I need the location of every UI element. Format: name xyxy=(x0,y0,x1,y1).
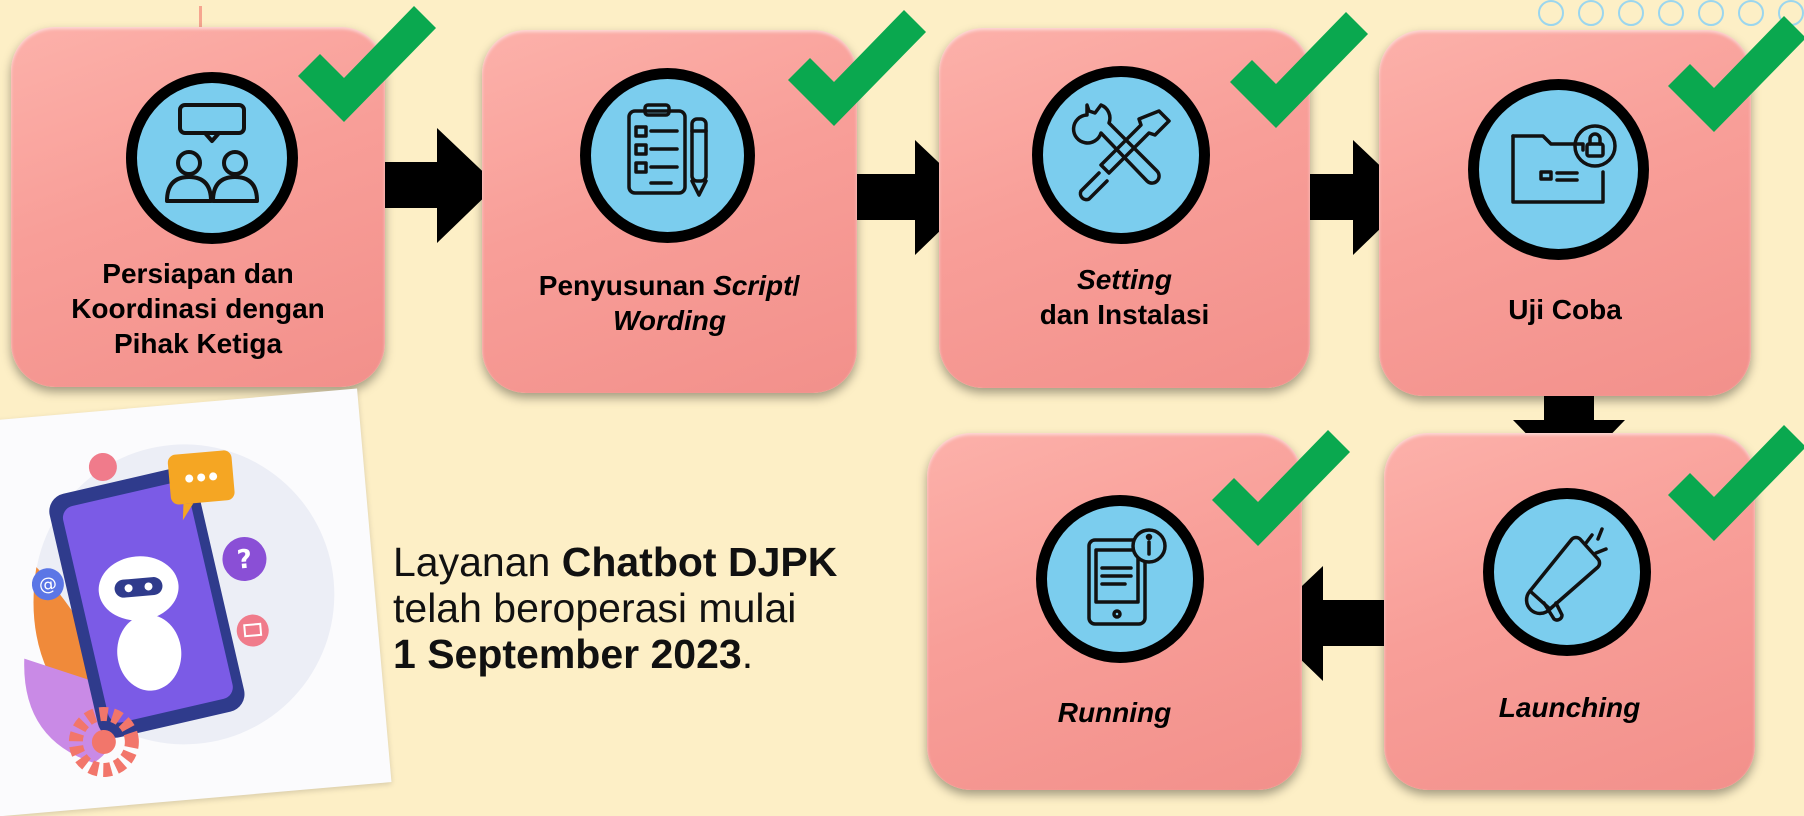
announcement-part: Layanan xyxy=(393,539,562,585)
arrow-right-icon xyxy=(367,128,497,243)
svg-text:?: ? xyxy=(236,544,254,575)
checkmark-icon xyxy=(1230,12,1368,128)
checkmark-icon xyxy=(298,6,436,122)
locked-folder-icon xyxy=(1468,79,1649,260)
meeting-icon xyxy=(126,72,298,244)
checkmark-icon xyxy=(788,10,926,126)
checkmark-icon xyxy=(1668,425,1804,541)
tablet-info-icon xyxy=(1036,495,1204,663)
step-label: Pihak Ketiga xyxy=(113,328,283,359)
announcement-text: Layanan Chatbot DJPK telah beroperasi mu… xyxy=(393,539,913,677)
chatbot-illustration: @ ? xyxy=(0,388,392,816)
step-uji-coba: Uji Coba xyxy=(1379,30,1751,396)
step-label: Persiapan dan xyxy=(102,258,294,289)
step-penyusunan: Penyusunan Script/ Wording xyxy=(482,30,857,393)
checkmark-icon xyxy=(1212,430,1350,546)
step-label: / xyxy=(792,270,801,301)
step-running: Running xyxy=(927,433,1302,790)
announcement-service-name: Chatbot DJPK xyxy=(561,539,838,585)
step-label-italic: Launching xyxy=(1498,692,1641,723)
step-label-italic: Wording xyxy=(612,305,726,336)
svg-text:@: @ xyxy=(38,573,58,595)
decorative-tick xyxy=(199,6,202,28)
announcement-end: . xyxy=(741,631,754,677)
step-label: dan Instalasi xyxy=(1039,299,1210,330)
step-label: Koordinasi dengan xyxy=(71,293,325,324)
checklist-icon xyxy=(580,68,755,243)
step-label-italic: Script xyxy=(713,270,793,301)
checkmark-icon xyxy=(1668,16,1804,132)
arrow-down-icon xyxy=(1513,370,1625,478)
step-label: Penyusunan xyxy=(538,270,714,301)
step-label: Uji Coba xyxy=(1508,294,1622,325)
announcement-part: telah beroperasi mulai xyxy=(393,585,797,631)
announcement-date: 1 September 2023 xyxy=(393,631,742,677)
megaphone-icon xyxy=(1483,488,1651,656)
step-label-italic: Running xyxy=(1057,697,1172,728)
tools-icon xyxy=(1032,66,1210,244)
step-label-italic: Setting xyxy=(1077,264,1172,295)
